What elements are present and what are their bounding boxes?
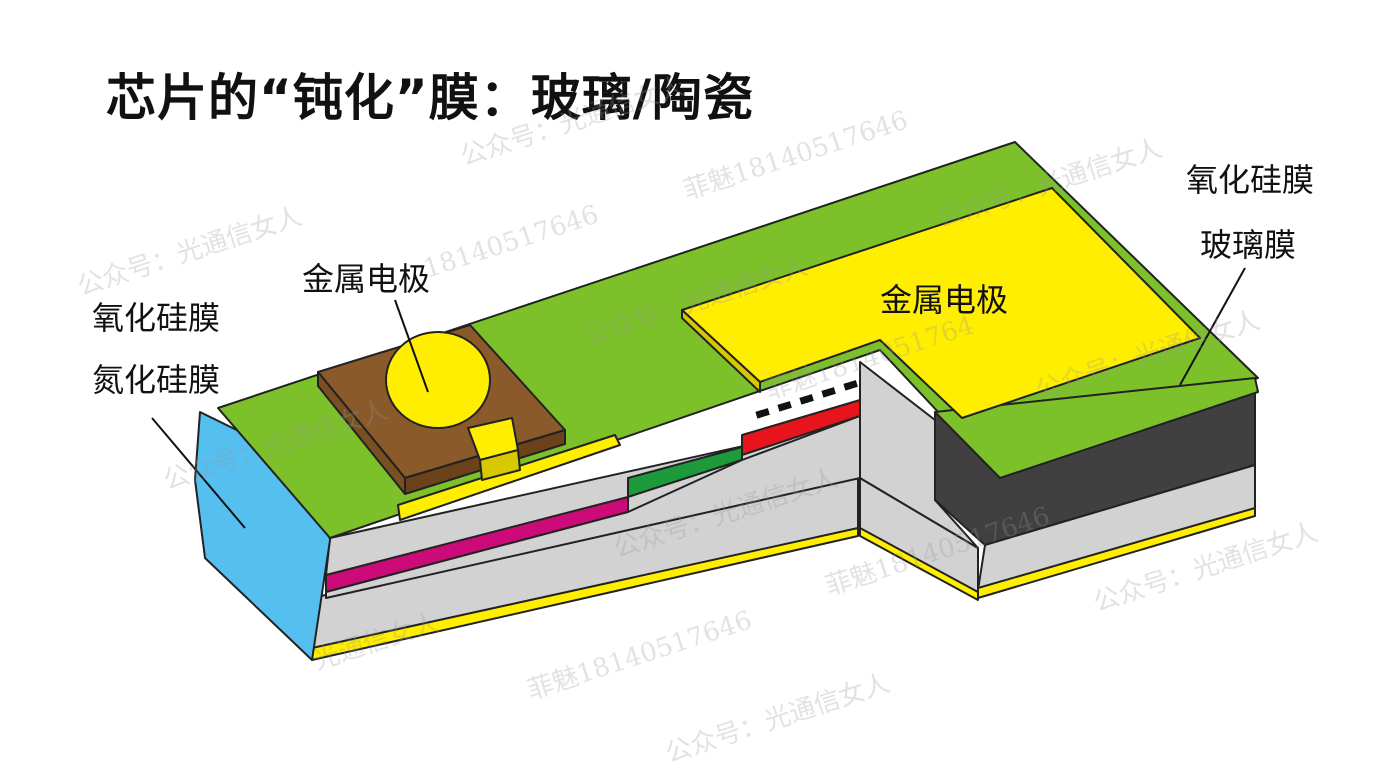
leader-metal-left [394, 299, 429, 393]
metal-trace-left [397, 434, 621, 521]
step-face-yellow [859, 527, 979, 601]
label-left-nitride: 氮化硅膜 [92, 361, 221, 399]
label-left-oxide: 氧化硅膜 [92, 299, 221, 337]
step-side-gray [859, 361, 979, 549]
dashed-marks [755, 380, 858, 419]
page-title: 芯片的“钝化”膜：玻璃/陶瓷 [106, 69, 754, 127]
label-metal-electrode-left: 金属电极 [302, 260, 431, 298]
label-metal-electrode-right: 金属电极 [880, 281, 1009, 319]
label-right-glass: 玻璃膜 [1200, 226, 1297, 264]
metal-electrode-right-pad-edge [681, 309, 761, 393]
right-top-edge [934, 377, 1259, 479]
right-yellow-bottom [977, 507, 1256, 599]
brown-pad-side [317, 371, 406, 495]
leader-left [151, 417, 246, 529]
label-right-oxide: 氧化硅膜 [1186, 161, 1315, 199]
metal-electrode-left-stem-front [479, 449, 521, 481]
leader-right [1179, 267, 1246, 386]
metal-electrode-left-disc [385, 331, 491, 429]
